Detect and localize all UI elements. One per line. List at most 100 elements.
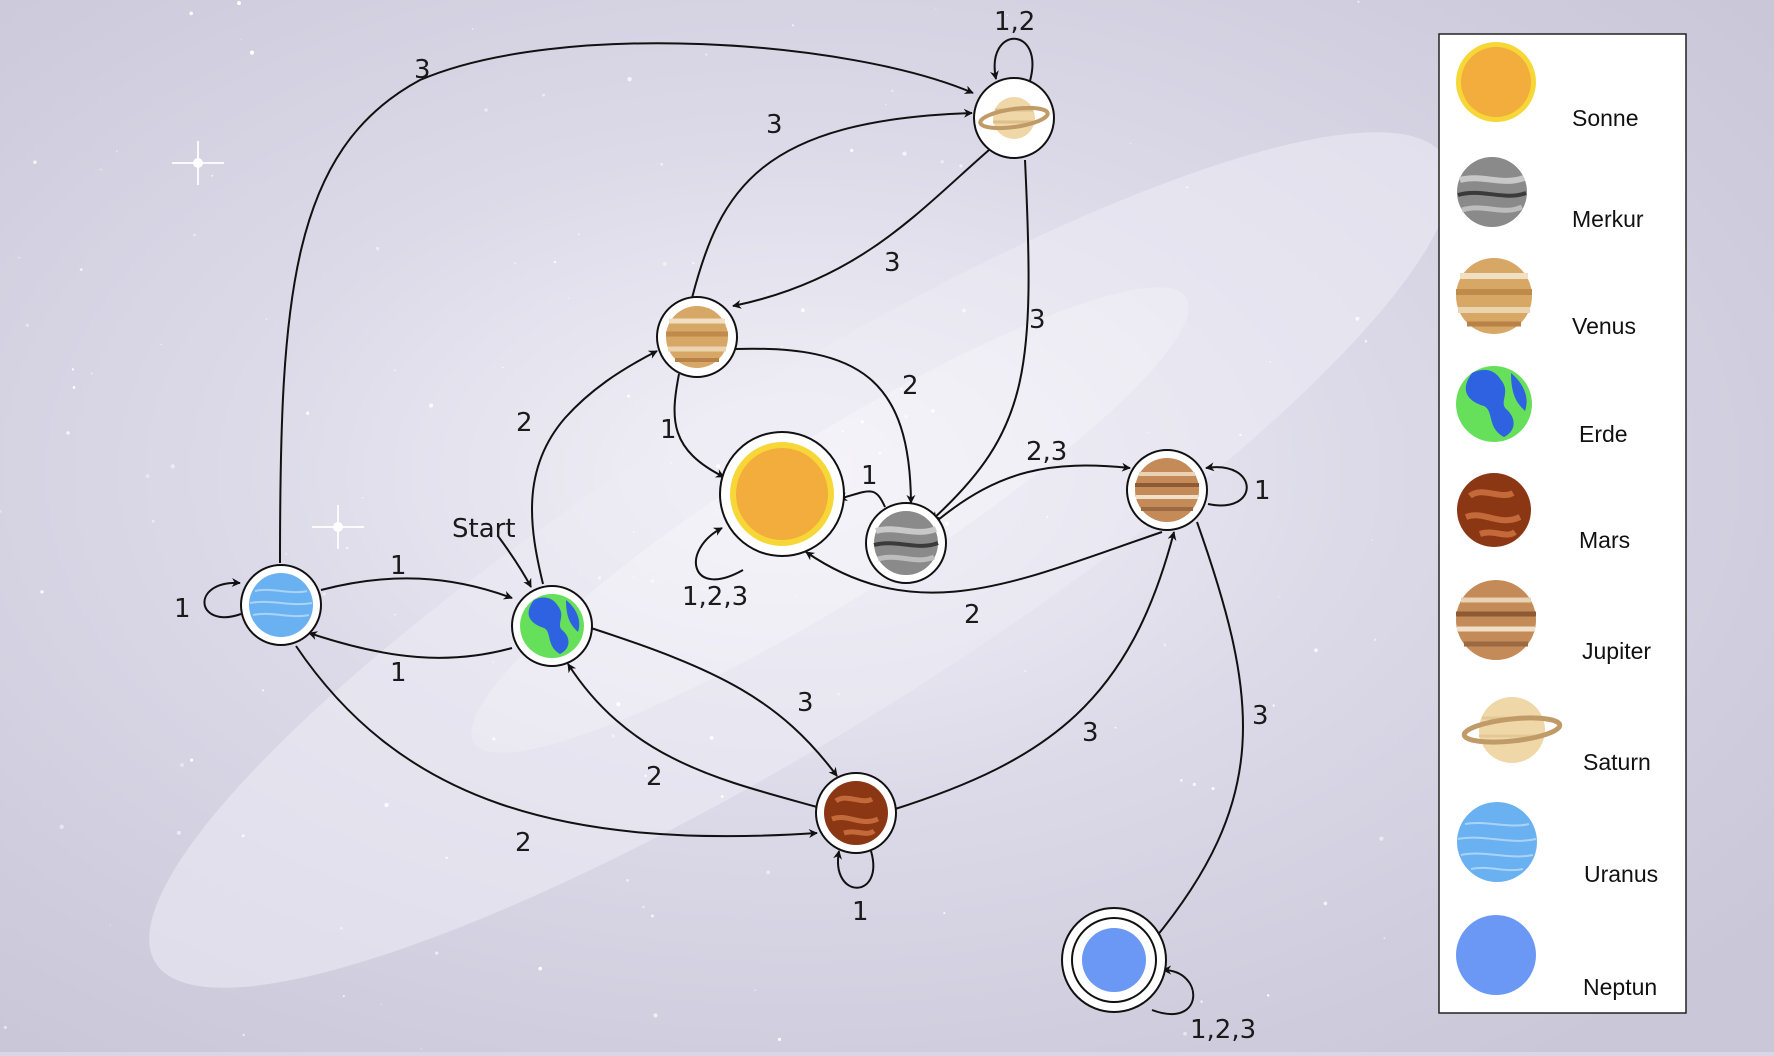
edge-label: 1 [174,594,191,624]
star [484,108,488,112]
star [59,824,64,829]
star [79,268,83,271]
edge-saturn-self [989,37,1034,82]
star [322,592,326,596]
star [1035,335,1038,337]
edge-labels: 1 3 1 1 2 2 3 2 1 3 3 3 1,2 3 1 2 1 2,3 … [174,7,1271,1045]
edge-sonne-self [695,527,744,581]
star [885,103,887,106]
star [662,262,667,266]
legend-label-sonne: Sonne [1572,105,1639,131]
edge-erde-uranus [308,631,513,659]
edge-mars-erde [567,663,818,808]
uranus-icon [249,573,313,637]
star [394,613,397,616]
star [766,291,769,295]
star [1183,1031,1187,1036]
edge-venus-merkur [734,347,916,504]
edge-label: 1,2,3 [682,582,748,612]
star [1357,0,1360,4]
star [1046,515,1049,518]
star [878,451,882,455]
star [262,689,264,692]
star [626,879,629,882]
star [660,163,664,166]
edge-neptun-self [1151,965,1195,1016]
edge-label: 1 [852,897,869,927]
star [151,519,155,523]
star-field [0,0,1386,1050]
star [791,24,795,27]
edge-label: 3 [797,688,814,718]
legend-label-erde: Erde [1579,421,1628,447]
star [1006,14,1009,17]
edge-uranus-saturn [279,42,974,564]
edge-saturn-merkur [931,159,1030,521]
legend-uranus-icon [1457,802,1537,882]
star [170,464,175,469]
star [145,474,150,478]
star [339,926,343,930]
edge-label: 1 [390,551,407,581]
edge-label: 1 [660,415,677,445]
star [100,168,102,171]
edge-erde-mars [590,627,838,777]
start-label: Start [452,514,516,544]
star [1163,643,1167,647]
star [472,28,474,30]
star [237,1,241,6]
star [492,737,496,741]
star [211,174,214,177]
star [568,297,570,299]
legend-venus-icon [1456,258,1532,334]
edge-uranus-erde [320,577,513,600]
star [766,870,771,875]
star [393,369,396,372]
star [71,368,75,371]
star [514,262,517,265]
jupiter-icon [1135,458,1199,522]
star [420,1047,422,1050]
star [285,553,288,556]
edge-label: 1 [1254,476,1271,506]
edge-label: 2 [516,408,533,438]
star [794,594,797,597]
star [538,966,543,971]
star [720,794,724,799]
star [836,462,839,464]
star [1374,638,1377,641]
star [1277,596,1280,598]
star [692,261,695,265]
star [902,151,907,156]
star [492,661,495,663]
saturn-icon [978,97,1050,139]
star [384,803,389,807]
star [1269,360,1272,363]
legend-label-uranus: Uranus [1584,861,1658,887]
star [342,995,345,998]
star [850,148,854,153]
legend-label-saturn: Saturn [1583,749,1651,775]
bright-star [172,141,224,185]
star [3,1025,7,1029]
star [176,830,181,835]
star [240,38,242,41]
legend-earth-icon [1456,366,1532,442]
edge-label: 3 [766,110,783,140]
star [627,77,632,82]
edge-uranus-mars [295,645,818,839]
star [468,535,470,537]
edge-label: 2 [964,600,981,630]
star [891,89,894,92]
star [265,318,268,320]
star [1379,836,1384,841]
mercury-icon [873,511,939,575]
star [435,951,439,955]
star [33,160,37,164]
legend-label-merkur: Merkur [1572,206,1644,232]
star [943,912,946,915]
star [801,308,805,313]
edge-jupiter-neptun [1151,521,1245,943]
star [1192,782,1197,787]
